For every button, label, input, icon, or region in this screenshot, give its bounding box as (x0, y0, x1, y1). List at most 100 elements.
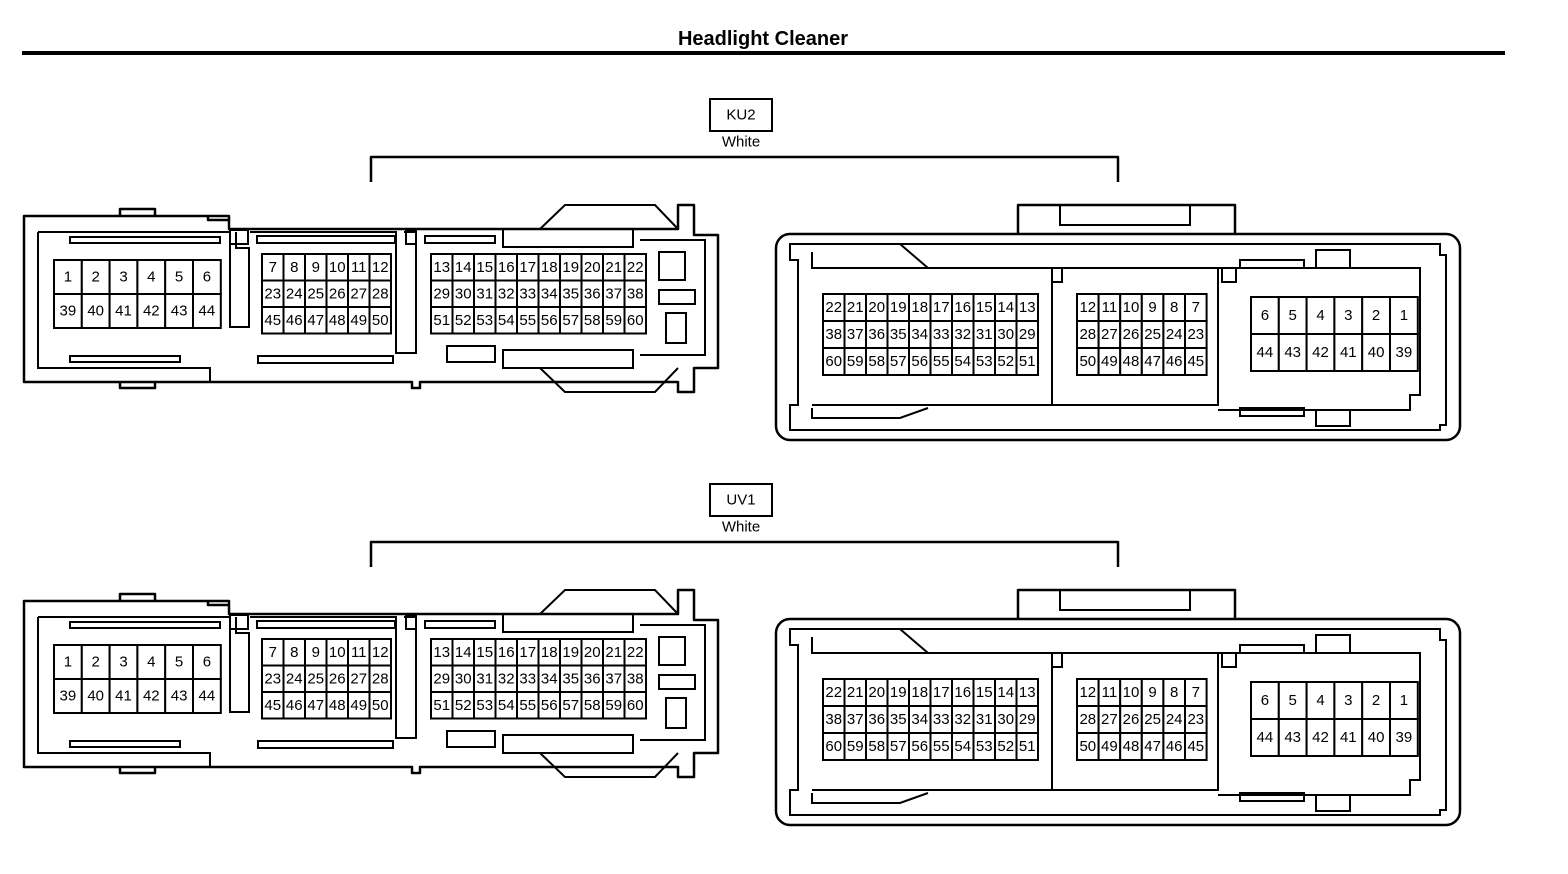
pin-number: 2 (92, 269, 100, 286)
pin-number: 47 (307, 312, 324, 329)
pin-cell (368, 691, 392, 720)
pin-number: 42 (1312, 344, 1329, 361)
pin-number: 15 (976, 684, 993, 701)
pin-number: 16 (954, 299, 971, 316)
pin-number: 38 (627, 670, 644, 687)
pin-number: 44 (199, 303, 216, 320)
pin-cell (1015, 732, 1039, 761)
pin-number: 21 (605, 259, 622, 276)
pin-number: 58 (868, 353, 885, 370)
pin-number: 49 (1101, 738, 1118, 755)
pin-number: 50 (372, 312, 389, 329)
pin-number: 53 (476, 312, 493, 329)
pin-number: 9 (1148, 684, 1156, 701)
pin-number: 53 (476, 697, 493, 714)
pin-number: 34 (541, 670, 558, 687)
pin-cell (108, 293, 139, 329)
socket-connector-outline (774, 203, 1462, 442)
pin-number: 16 (498, 644, 515, 661)
pin-number: 6 (1261, 307, 1269, 324)
pin-number: 7 (269, 259, 277, 276)
pin-number: 19 (562, 644, 579, 661)
pin-number: 4 (1316, 692, 1324, 709)
pin-cell (1277, 718, 1308, 757)
pin-cell (368, 306, 392, 335)
pin-number: 31 (976, 326, 993, 343)
pin-number: 34 (911, 711, 928, 728)
pin-cell (1389, 718, 1419, 757)
pin-number: 36 (584, 285, 601, 302)
pin-cell (164, 678, 194, 714)
pin-number: 19 (890, 684, 907, 701)
pin-number: 8 (1170, 299, 1178, 316)
connector-bracket (369, 155, 1120, 182)
pin-number: 27 (1101, 711, 1118, 728)
pin-number: 36 (868, 711, 885, 728)
pin-number: 12 (372, 259, 389, 276)
pin-number: 6 (203, 654, 211, 671)
pin-number: 9 (312, 259, 320, 276)
pin-number: 11 (1102, 684, 1118, 701)
pin-number: 55 (933, 353, 950, 370)
pin-number: 26 (1123, 711, 1140, 728)
pin-number: 18 (541, 644, 558, 661)
pin-number: 29 (433, 670, 450, 687)
pin-number: 54 (954, 738, 971, 755)
connector-group: KU2 White (22, 98, 1462, 442)
pin-number: 22 (627, 644, 644, 661)
pin-number: 55 (519, 697, 536, 714)
pin-number: 16 (954, 684, 971, 701)
plug-connector-outline (22, 203, 720, 394)
pin-number: 57 (890, 738, 907, 755)
pin-number: 50 (1079, 353, 1096, 370)
pin-number: 18 (911, 684, 928, 701)
pin-number: 3 (1344, 692, 1352, 709)
pin-number: 27 (350, 285, 367, 302)
pin-number: 23 (264, 670, 281, 687)
connector-code-box (709, 483, 773, 517)
pin-number: 26 (329, 670, 346, 687)
pin-number: 54 (954, 353, 971, 370)
pin-number: 35 (890, 711, 907, 728)
pin-number: 13 (433, 644, 450, 661)
pin-number: 32 (954, 326, 971, 343)
pin-number: 26 (1123, 326, 1140, 343)
page-title: Headlight Cleaner (677, 28, 849, 50)
pin-number: 39 (1396, 729, 1413, 746)
pin-number: 6 (203, 269, 211, 286)
pin-number: 45 (1187, 738, 1204, 755)
pin-number: 46 (1166, 353, 1183, 370)
pin-number: 7 (1192, 684, 1200, 701)
pin-number: 28 (372, 285, 389, 302)
pin-number: 41 (1340, 729, 1357, 746)
title-rule (22, 51, 1505, 55)
pin-number: 21 (847, 299, 864, 316)
pin-number: 41 (115, 688, 132, 705)
pin-number: 28 (372, 670, 389, 687)
pin-number: 4 (1316, 307, 1324, 324)
pin-number: 10 (1123, 684, 1140, 701)
pin-number: 52 (997, 738, 1014, 755)
pin-number: 35 (890, 326, 907, 343)
pin-number: 30 (455, 285, 472, 302)
pin-number: 25 (1144, 326, 1161, 343)
pin-number: 8 (290, 644, 298, 661)
pin-number: 47 (1144, 353, 1161, 370)
pin-number: 51 (433, 312, 450, 329)
pin-number: 50 (1079, 738, 1096, 755)
pin-number: 7 (1192, 299, 1200, 316)
pin-number: 8 (290, 259, 298, 276)
pin-number: 37 (847, 711, 864, 728)
pin-number: 17 (933, 684, 950, 701)
pin-number: 57 (890, 353, 907, 370)
pin-number: 11 (351, 259, 367, 276)
pin-number: 7 (269, 644, 277, 661)
pin-number: 14 (997, 684, 1014, 701)
connector-color-label: White (722, 519, 760, 536)
pin-number: 46 (286, 312, 303, 329)
